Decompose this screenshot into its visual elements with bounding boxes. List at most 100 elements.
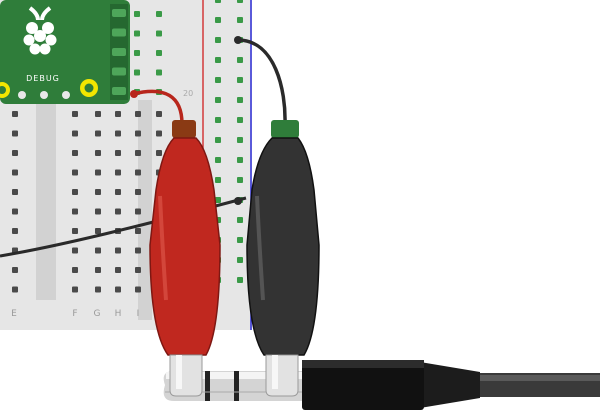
breadboard-hole [156, 111, 162, 117]
breadboard-hole [95, 189, 101, 195]
breadboard-hole [95, 150, 101, 156]
column-label: F [72, 309, 77, 319]
breadboard-hole [115, 247, 121, 254]
breadboard-hole [115, 189, 121, 195]
breadboard-hole [215, 117, 221, 123]
breadboard-hole [72, 286, 78, 293]
black-alligator-clip [246, 120, 320, 397]
breadboard-hole [156, 150, 162, 156]
breadboard-hole [156, 11, 162, 17]
breadboard-hole [237, 77, 243, 83]
red-clip-jaw [169, 354, 203, 397]
breadboard-hole [237, 157, 243, 163]
jack-strain-relief [420, 362, 480, 408]
breadboard-hole [12, 111, 18, 117]
breadboard-hole [215, 17, 221, 23]
breadboard-hole [156, 130, 162, 137]
column-label: E [11, 309, 17, 319]
wire-end [234, 197, 242, 205]
raspberry-pi-logo-icon [23, 6, 57, 55]
breadboard-hole [215, 137, 221, 143]
breadboard-hole [237, 177, 243, 183]
breadboard-hole [237, 97, 243, 103]
debug-pad [40, 91, 48, 99]
breadboard-hole [12, 286, 18, 293]
red-alligator-clip [149, 120, 221, 397]
breadboard-hole [237, 137, 243, 143]
breadboard-hole [115, 208, 121, 215]
raspberry-pi-board: DEBUG [0, 0, 130, 104]
column-label: I [137, 309, 140, 319]
debug-label: DEBUG [26, 74, 60, 83]
breadboard-hole [95, 286, 101, 293]
black-clip-jaw [265, 354, 299, 397]
breadboard-hole [95, 267, 101, 273]
board-pin [112, 67, 126, 76]
breadboard-hole [237, 237, 243, 243]
breadboard-hole [135, 247, 141, 254]
breadboard-hole [95, 247, 101, 254]
breadboard-hole [72, 267, 78, 273]
breadboard-hole [237, 17, 243, 23]
breadboard-hole [115, 150, 121, 156]
breadboard-hole [215, 157, 221, 163]
breadboard-hole [215, 0, 221, 3]
jack-insulator-ring [205, 371, 210, 401]
breadboard-hole [134, 11, 140, 17]
breadboard-hole [237, 217, 243, 223]
breadboard-hole [215, 177, 221, 183]
black-wire [237, 38, 287, 125]
breadboard-hole [95, 228, 101, 234]
breadboard-hole [237, 257, 243, 263]
breadboard-center-channel [36, 100, 56, 300]
breadboard-hole [72, 189, 78, 195]
breadboard-hole [72, 208, 78, 215]
red-wire [132, 89, 184, 125]
breadboard-hole [134, 50, 140, 56]
breadboard-hole [95, 130, 101, 137]
breadboard-hole [237, 117, 243, 123]
breadboard-hole [215, 37, 221, 43]
breadboard-hole [135, 150, 141, 156]
breadboard-hole [135, 169, 141, 176]
breadboard-hole [115, 169, 121, 176]
board-pin-header [112, 9, 126, 95]
breadboard-hole [237, 57, 243, 63]
debug-pad [62, 91, 70, 99]
breadboard-hole [12, 169, 18, 176]
board-pin [112, 28, 126, 37]
breadboard-hole [12, 228, 18, 234]
breadboard-hole [134, 69, 140, 76]
column-label: G [94, 309, 101, 319]
jack-body [302, 360, 424, 410]
breadboard-hole [72, 150, 78, 156]
wire-end [234, 36, 242, 44]
breadboard-hole [135, 286, 141, 293]
breadboard-hole [135, 130, 141, 137]
breadboard-hole [72, 130, 78, 137]
breadboard-hole [115, 111, 121, 117]
breadboard-hole [135, 208, 141, 215]
breadboard-hole [12, 189, 18, 195]
pin-number-label: 20 [183, 89, 193, 98]
breadboard-hole [215, 97, 221, 103]
breadboard-hole [72, 228, 78, 234]
board-pin [112, 87, 126, 95]
breadboard-hole [237, 0, 243, 3]
breadboard-hole [12, 150, 18, 156]
breadboard-hole [156, 30, 162, 37]
breadboard-hole [134, 30, 140, 37]
column-label: H [115, 309, 122, 319]
breadboard-hole [156, 69, 162, 76]
jack-insulator-ring [234, 371, 239, 401]
breadboard-hole [135, 267, 141, 273]
breadboard-hole [12, 130, 18, 137]
breadboard-hole [12, 208, 18, 215]
audio-jack [163, 360, 600, 410]
breadboard-hole [135, 228, 141, 234]
breadboard-hole [95, 111, 101, 117]
breadboard-hole [12, 267, 18, 273]
breadboard-hole [215, 197, 221, 203]
